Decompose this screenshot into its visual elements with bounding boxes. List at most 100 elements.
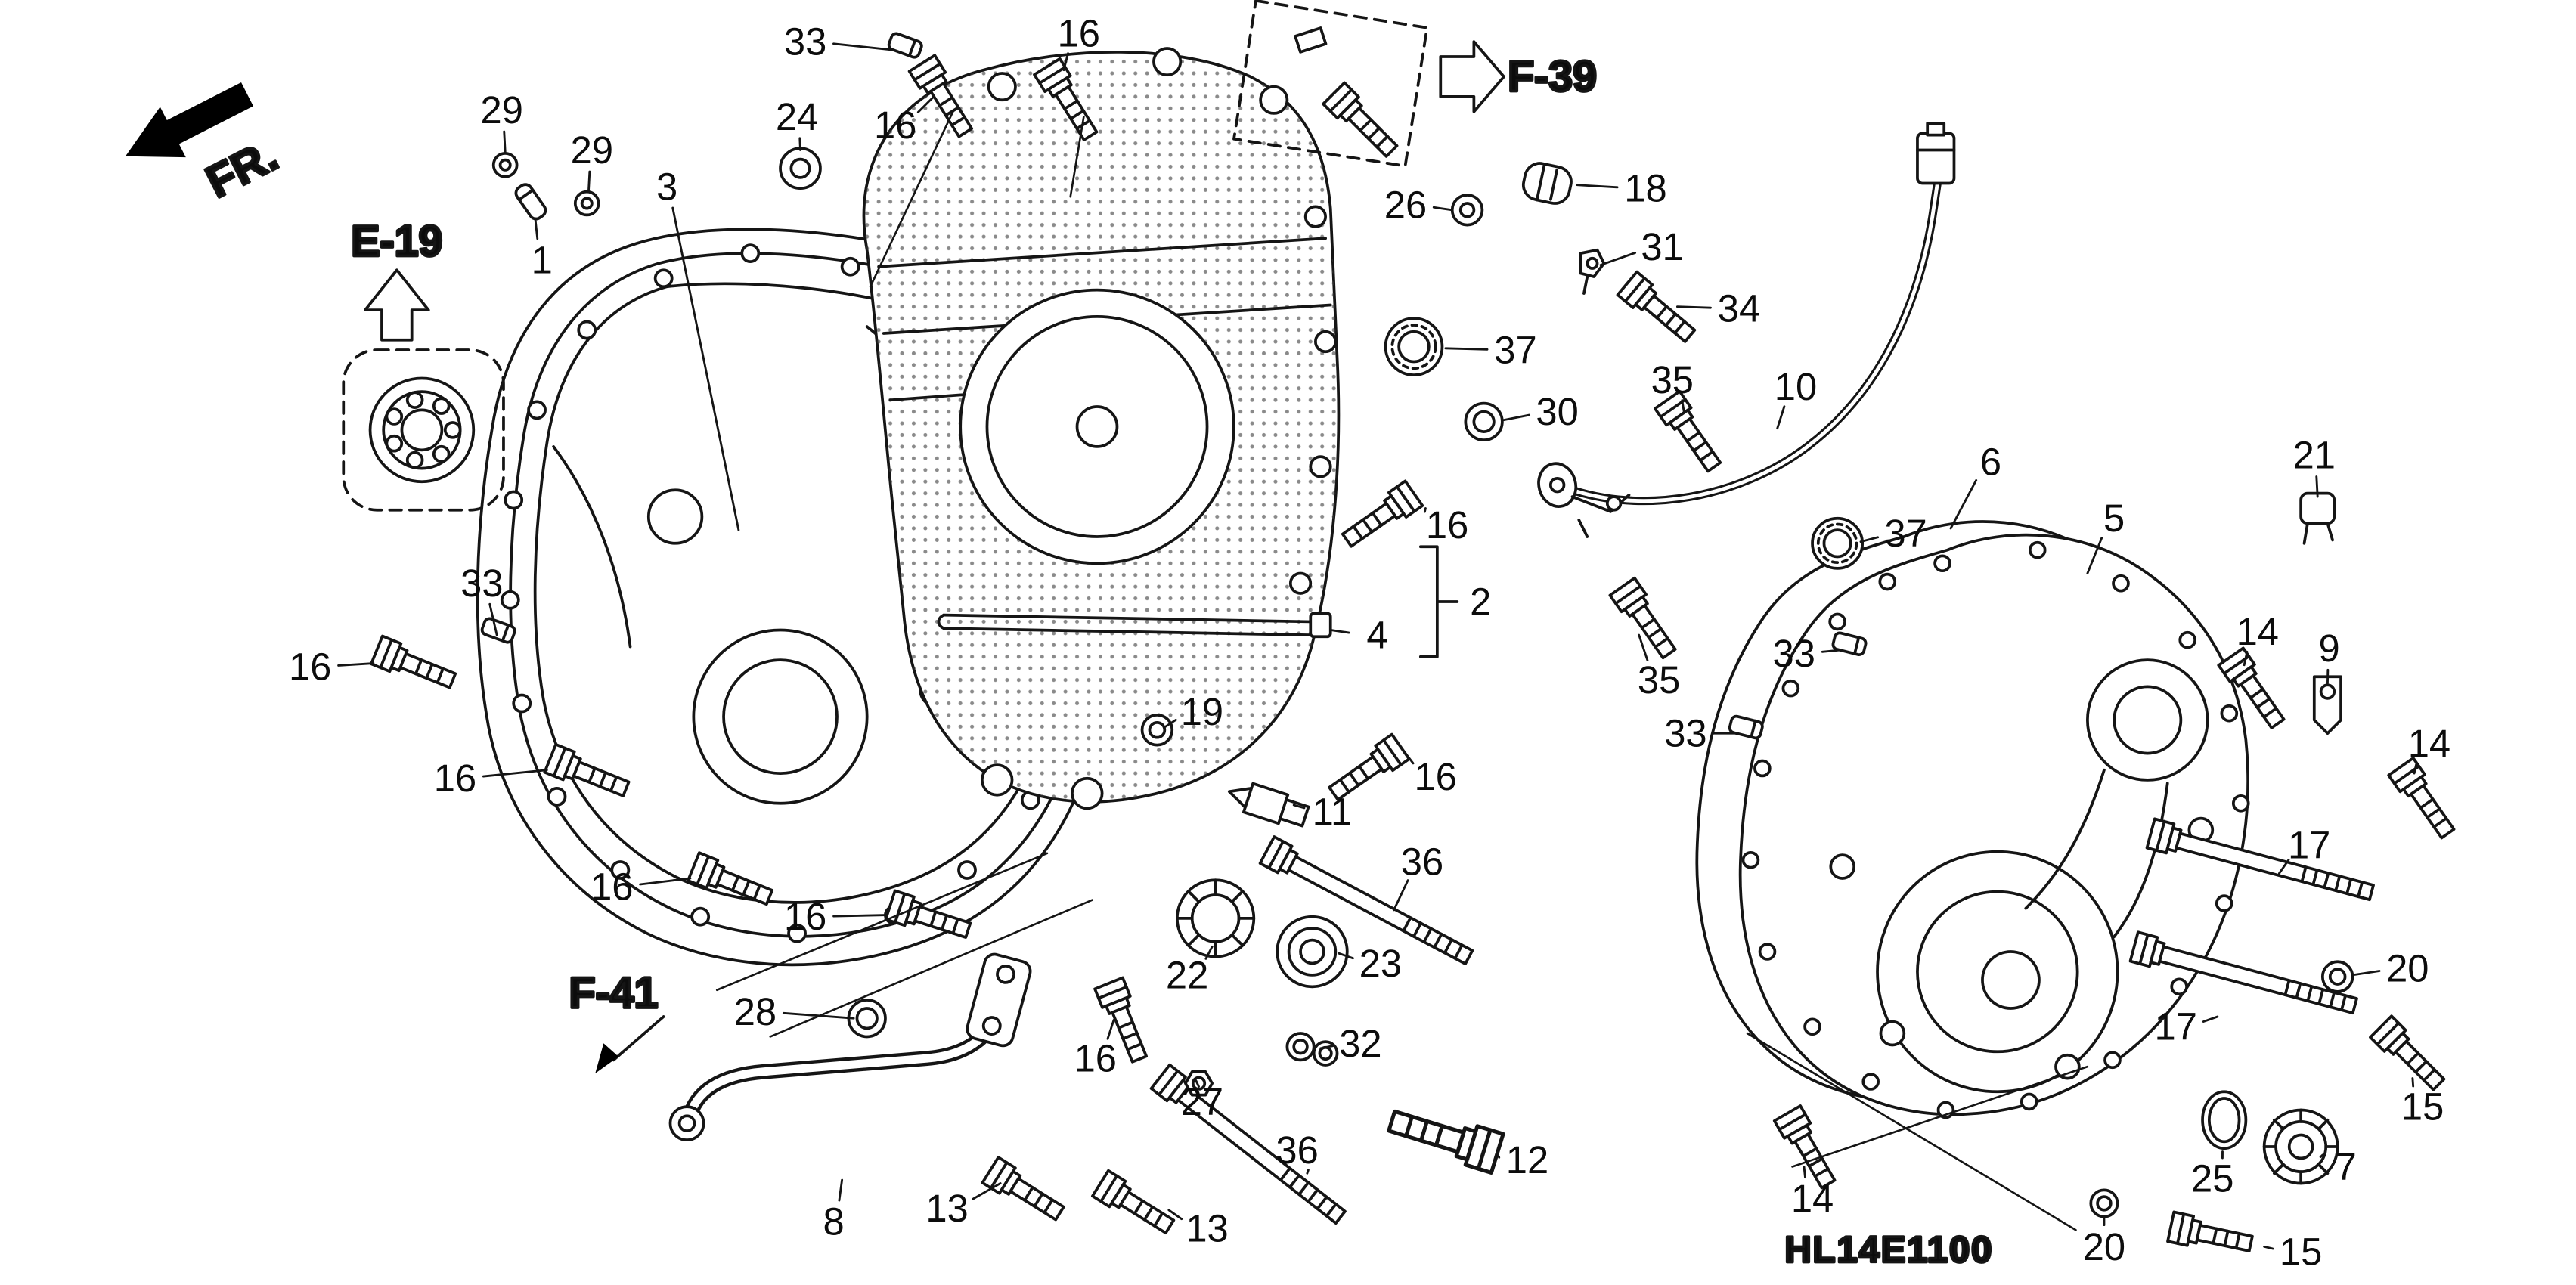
part-16-bolt [370,634,460,696]
part-33-dowel [1727,714,1765,741]
callout-36: 36 [1276,1129,1318,1172]
leader-line-31 [1599,252,1637,267]
leader-line-7 [2319,1153,2324,1159]
callout-23: 23 [1359,942,1402,985]
leader-line-3 [671,206,740,531]
leader-line-6 [1949,478,1978,530]
leader-line-37 [1444,347,1489,351]
part-13-bolt [981,1156,1069,1228]
callout-16: 16 [874,104,916,147]
f41-marker: F-41 [568,968,665,1073]
callout-16: 16 [289,645,331,688]
part-16-bolt [1337,479,1424,554]
leader-line-16 [916,95,935,113]
callout-25: 25 [2191,1156,2233,1200]
callout-20: 20 [2083,1225,2125,1268]
part-15-bolt [2369,1014,2451,1097]
leader-line-16 [1423,507,1427,513]
leader-line-32 [1319,1045,1334,1050]
callout-15: 15 [2280,1230,2322,1273]
callout-35: 35 [1651,358,1694,401]
fr-direction-arrow-icon: FR. [125,82,287,209]
oil-pipe [668,952,1032,1142]
callout-32: 32 [1339,1022,1381,1065]
leader-line-27 [1195,1079,1200,1088]
leader-line-28 [782,1011,855,1020]
f39-label: F-39 [1508,52,1597,101]
leader-line-33 [1821,649,1842,653]
leader-line-5 [2086,537,2103,574]
leader-line-13 [1167,1209,1183,1221]
leader-line-36 [1393,879,1409,912]
callout-13: 13 [1186,1207,1228,1250]
callout-27: 27 [1181,1080,1223,1123]
leader-line-17 [2202,1015,2219,1023]
callout-37: 37 [1494,329,1536,372]
part-bolt [1322,81,1404,163]
f41-label: F-41 [569,969,659,1017]
callout-16: 16 [591,865,633,909]
leader-line-30 [1502,413,1531,422]
part-33-dowel [885,30,925,60]
callout-13: 13 [925,1187,968,1230]
callout-12: 12 [1506,1138,1548,1181]
callout-28: 28 [734,990,777,1033]
small-parts [491,147,2354,1218]
callout-26: 26 [1384,184,1427,227]
callout-33: 33 [1773,632,1815,675]
callout-29: 29 [481,88,523,132]
callout-16: 16 [1414,755,1456,798]
leader-line-24 [798,137,801,151]
callout-1: 1 [532,238,553,281]
leader-line-26 [1432,206,1454,212]
leader-line-16 [639,877,692,886]
callout-20: 20 [2386,947,2429,990]
callout-8: 8 [823,1200,844,1243]
e19-label: E-19 [351,218,442,266]
fr-label: FR. [198,129,286,207]
callout-17: 17 [2288,823,2330,866]
callout-29: 29 [571,128,613,172]
e19-marker: E-19 [342,216,505,512]
leader-line-15 [2263,1245,2274,1250]
callout-34: 34 [1718,286,1760,330]
leader-line-37 [1859,536,1880,543]
e19-up-arrow-icon [364,268,430,342]
callout-37: 37 [1884,512,1927,555]
callout-18: 18 [1624,167,1666,210]
callout-6: 6 [1980,440,2001,483]
leader-line-11 [1292,804,1306,810]
callout-33: 33 [1664,712,1706,755]
callout-10: 10 [1775,365,1817,408]
callout-14: 14 [2237,610,2279,653]
leader-line-36 [1306,1169,1310,1175]
bearing-illustration [368,376,476,484]
leader-lines [337,42,2418,1250]
callout-33: 33 [784,20,826,63]
callout-30: 30 [1536,390,1578,433]
callout-19: 19 [1181,690,1223,733]
leader-line-35 [1638,633,1649,661]
part-14-bolt [2387,757,2462,844]
leader-line-17 [2278,859,2290,875]
leader-line-1 [534,217,539,240]
leader-line-20 [2351,970,2381,977]
leader-line-4 [1329,629,1350,634]
callout-24: 24 [776,95,818,138]
construction-lines [715,109,2089,1231]
leader-line-33 [832,42,895,51]
leader-line-14 [1803,1166,1806,1179]
callout-31: 31 [1641,225,1683,268]
callout-4: 4 [1366,614,1387,657]
leader-line-18 [1576,184,1619,189]
callout-35: 35 [1638,658,1680,701]
leader-line-10 [1776,405,1786,430]
part-34-bolt [1616,270,1701,349]
leader-line-22 [1204,945,1214,960]
leader-line-16 [337,662,375,667]
leader-line-23 [1338,952,1354,960]
callout-22: 22 [1166,953,1208,996]
leader-line-34 [1675,305,1712,309]
f39-right-arrow-icon [1439,40,1505,113]
